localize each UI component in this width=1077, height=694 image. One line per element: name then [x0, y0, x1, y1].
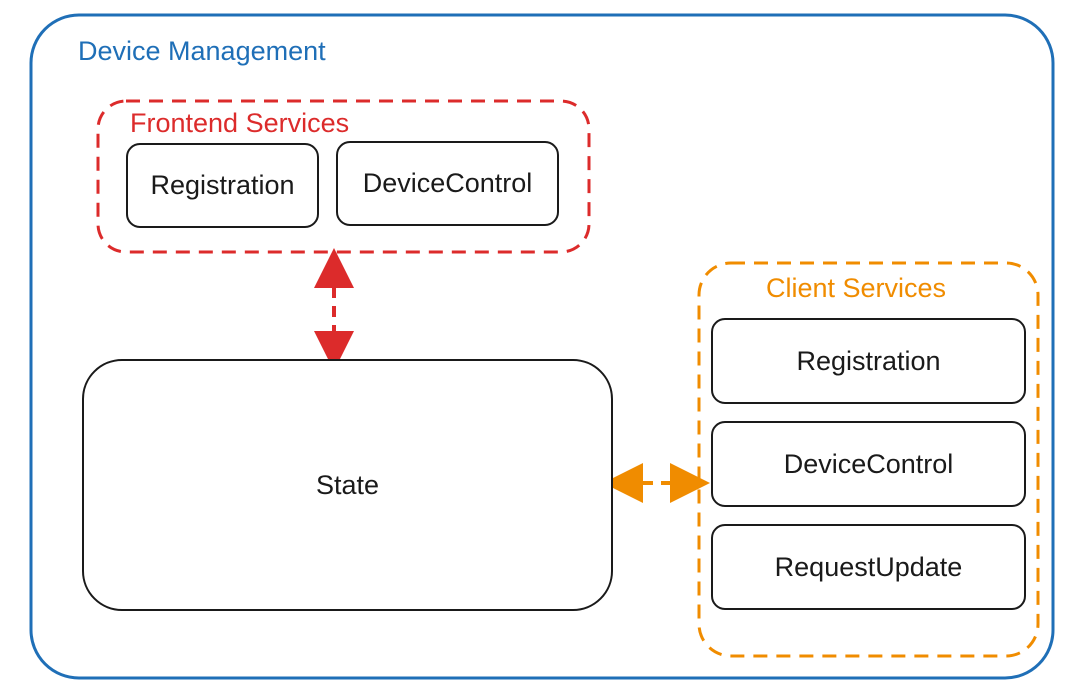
frontend-devicecontrol-label: DeviceControl	[362, 168, 533, 198]
state-box: State	[82, 359, 613, 611]
frontend-services-title: Frontend Services	[130, 108, 350, 138]
client-devicecontrol-label: DeviceControl	[783, 448, 954, 479]
frontend-registration-box: Registration	[126, 143, 319, 228]
client-services-group	[697, 261, 1040, 658]
frontend-registration-label: Registration	[150, 170, 295, 200]
device-management-container	[29, 13, 1055, 680]
client-services-title: Client Services	[766, 273, 947, 303]
client-devicecontrol-box: DeviceControl	[711, 421, 1026, 507]
state-label: State	[315, 469, 380, 500]
client-registration-label: Registration	[796, 345, 941, 376]
device-management-title: Device Management	[78, 36, 326, 66]
client-registration-box: Registration	[711, 318, 1026, 404]
client-requestupdate-box: RequestUpdate	[711, 524, 1026, 610]
frontend-devicecontrol-box: DeviceControl	[336, 141, 559, 226]
client-requestupdate-label: RequestUpdate	[774, 551, 963, 582]
